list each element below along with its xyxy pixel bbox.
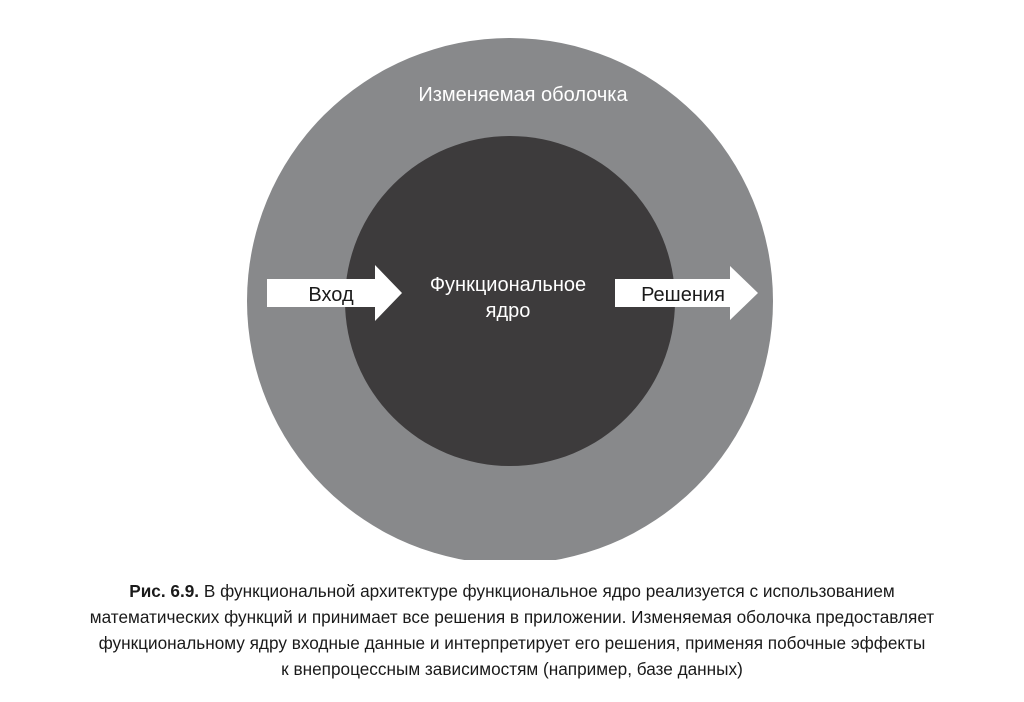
functional-core-label-line2: ядро xyxy=(486,300,531,322)
output-arrow-icon xyxy=(615,266,758,320)
caption-line-4: к внепроцессным зависимостям (например, … xyxy=(281,659,743,679)
figure-caption: Рис. 6.9. В функциональной архитектуре ф… xyxy=(20,578,1004,682)
functional-architecture-diagram: Изменяемая оболочка Функциональное ядро … xyxy=(247,38,773,560)
caption-line-2: математических функций и принимает все р… xyxy=(89,607,935,627)
figure-number: Рис. 6.9. xyxy=(129,581,200,601)
functional-core-circle xyxy=(345,136,675,466)
caption-line-1: Рис. 6.9. В функциональной архитектуре ф… xyxy=(20,578,1004,604)
output-arrow-label: Решения xyxy=(641,284,725,306)
caption-line-1-text: В функциональной архитектуре функциональ… xyxy=(203,581,895,601)
caption-line-3: функциональному ядру входные данные и ин… xyxy=(98,633,926,653)
functional-core-label-line1: Функциональное xyxy=(430,274,586,296)
mutable-shell-label: Изменяемая оболочка xyxy=(418,84,628,106)
input-arrow-label: Вход xyxy=(308,284,354,306)
input-arrow-icon xyxy=(267,265,402,321)
